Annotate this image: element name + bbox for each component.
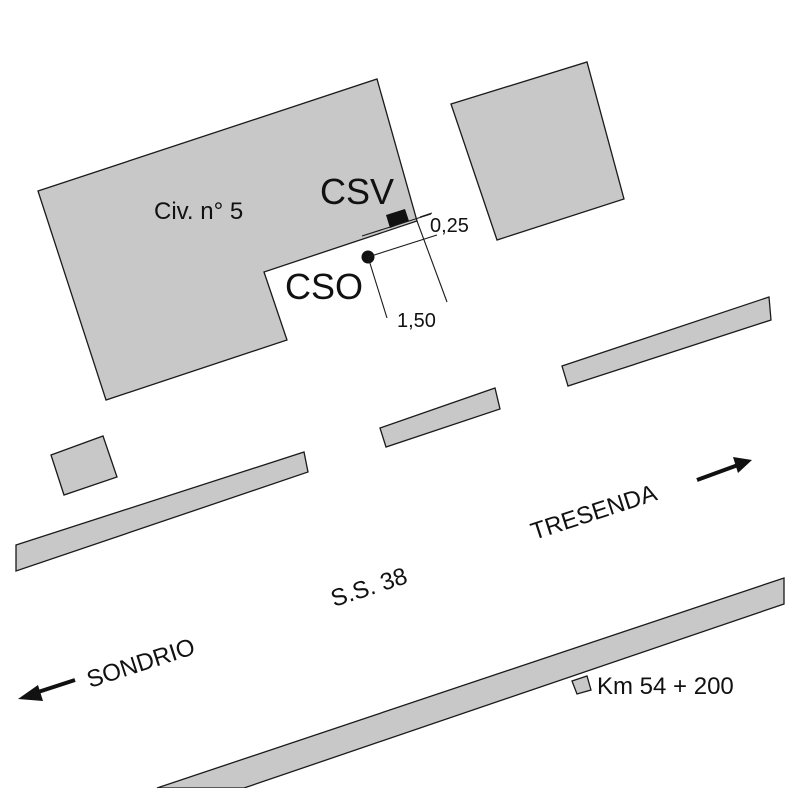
road-strip-bottom (156, 577, 785, 788)
dimension-tick-upper (419, 212, 433, 218)
milestone-marker (571, 675, 592, 695)
neighbour-building (450, 61, 625, 241)
milestone-label: Km 54 + 200 (597, 673, 734, 700)
arrow-east-icon (696, 457, 752, 482)
building-label: Civ. n° 5 (154, 198, 243, 225)
dimension-a-label: 0,25 (430, 215, 469, 237)
dimension-line-diagonal (367, 256, 388, 319)
cso-label: CSO (285, 266, 363, 307)
dimension-line-edge (416, 220, 448, 303)
dimension-cross-line (367, 234, 438, 258)
road-strip-middle (379, 387, 501, 448)
direction-west-label: SONDRIO (84, 633, 199, 693)
csv-label: CSV (320, 171, 394, 212)
dimension-b-label: 1,50 (397, 310, 436, 332)
direction-east-label: TRESENDA (528, 480, 661, 546)
road-strip-left (15, 451, 309, 572)
road-label: S.S. 38 (328, 563, 411, 613)
arrow-west-icon (18, 678, 76, 701)
small-building (50, 435, 118, 496)
csv-marker (386, 209, 409, 228)
main-building (37, 78, 418, 401)
road-strip-right (561, 296, 772, 387)
dimension-line-top (361, 213, 432, 237)
